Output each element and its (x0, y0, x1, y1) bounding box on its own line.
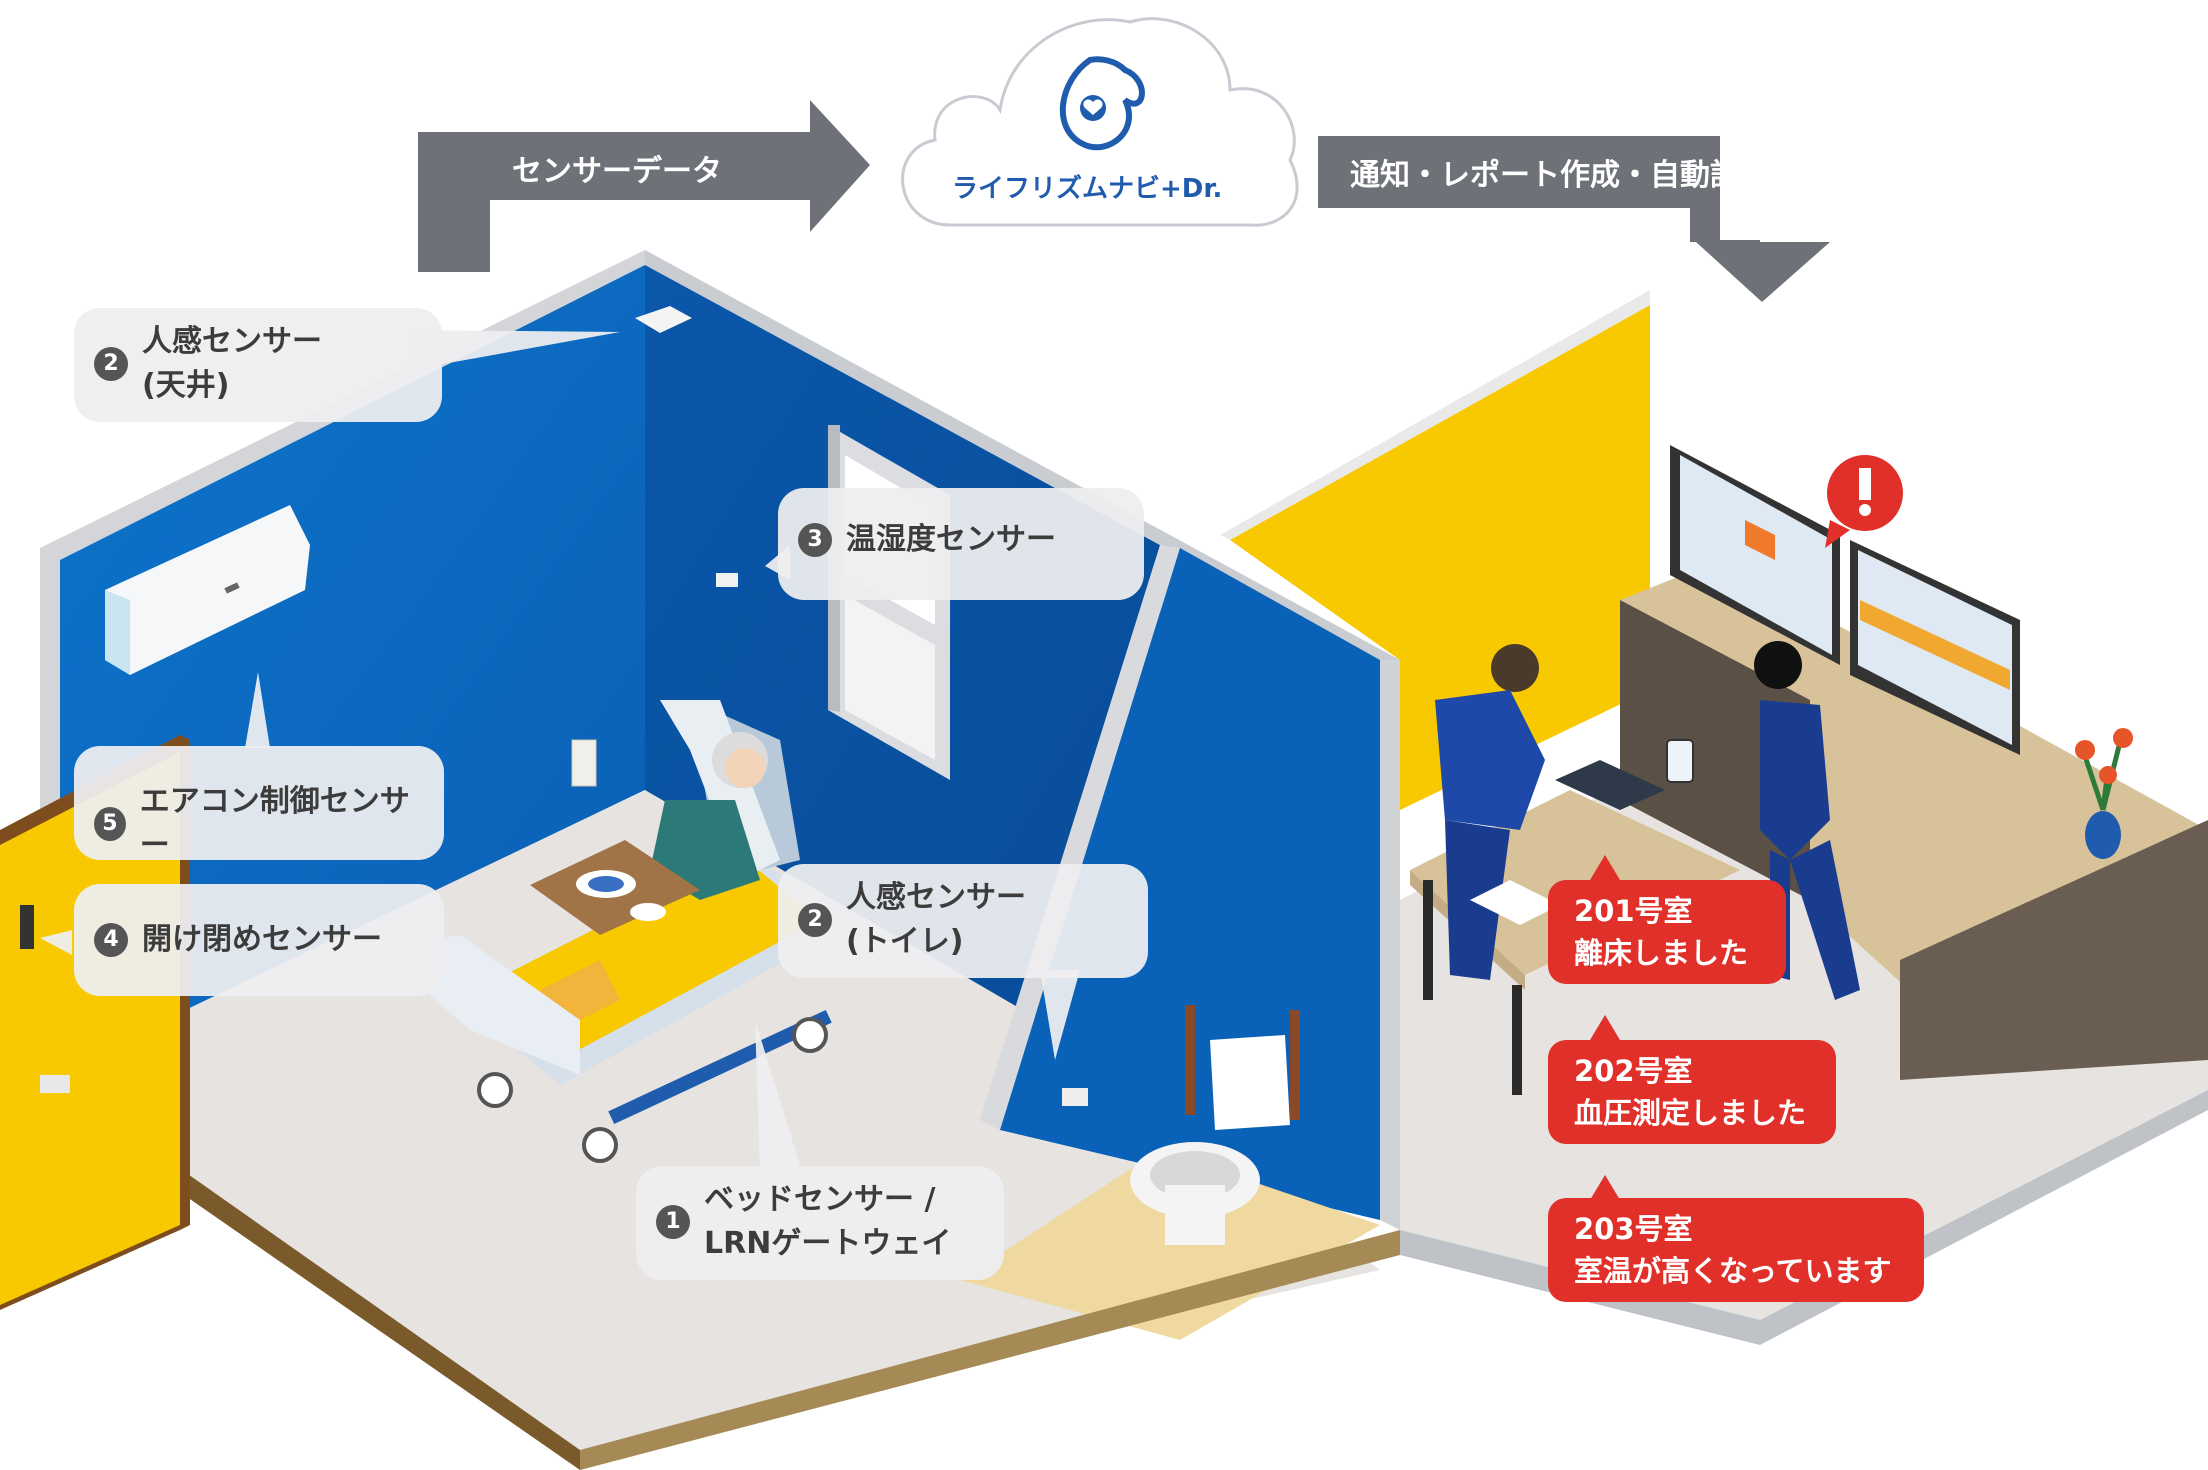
callout-aircon-sensor: 5 エアコン制御センサー (74, 746, 444, 863)
air-conditioner (105, 505, 310, 675)
callout-ceiling-motion-sensor: 2 人感センサー (天井) (74, 308, 442, 422)
sensor-data-label: センサーデータ (512, 154, 722, 189)
callout-label: 人感センサー (142, 324, 322, 359)
number-badge: 3 (798, 523, 832, 557)
callout-pointers (40, 330, 1080, 1175)
monitor-left (1670, 445, 1840, 665)
number-badge: 5 (94, 807, 126, 841)
callout-door-sensor: 4 開け閉めセンサー (74, 884, 444, 996)
number-badge: 2 (94, 347, 128, 381)
callout-sublabel: (天井) (142, 368, 230, 403)
number-badge: 2 (798, 903, 832, 937)
alert-room: 203号室 (1574, 1212, 1693, 1246)
alert-room: 201号室 (1574, 894, 1693, 928)
alert-room-201: 201号室 離床しました (1548, 880, 1786, 984)
alert-pointers (1590, 855, 1620, 1200)
alert-room-203: 203号室 室温が高くなっています (1548, 1198, 1924, 1302)
callout-label: 人感センサー (846, 880, 1026, 915)
temp-humidity-sensor (716, 573, 738, 587)
alert-room-202: 202号室 血圧測定しました (1548, 1040, 1836, 1144)
callout-temp-humidity-sensor: 3 温湿度センサー (778, 488, 1144, 600)
callout-toilet-motion-sensor: 2 人感センサー (トイレ) (778, 864, 1148, 978)
callout-label: 温湿度センサー (846, 522, 1056, 557)
wall-outlet (571, 739, 597, 787)
ceiling-sensor (635, 306, 692, 333)
alert-message: 室温が高くなっています (1574, 1254, 1892, 1288)
notify-label: 通知・レポート作成・自動記録 (1350, 158, 1770, 193)
hospital-bed (430, 700, 850, 1163)
alert-message: 血圧測定しました (1574, 1096, 1807, 1130)
callout-label: エアコン制御センサー (139, 784, 410, 863)
callout-bed-sensor: 1 ベッドセンサー / LRNゲートウェイ (636, 1166, 1004, 1280)
callout-label: 開け閉めセンサー (142, 922, 382, 957)
service-name: ライフリズムナビ+Dr. (952, 174, 1223, 204)
monitor-right (1850, 540, 2020, 755)
door-sensor (20, 905, 34, 949)
callout-sublabel: (トイレ) (846, 924, 964, 959)
heart-logo-icon (1059, 56, 1145, 151)
toilet-motion-sensor (1062, 1088, 1088, 1106)
alert-badge-icon (1825, 455, 1903, 548)
cloud (901, 17, 1299, 227)
sensor-data-arrow (418, 100, 870, 272)
alert-room: 202号室 (1574, 1054, 1693, 1088)
patient-room (0, 250, 1400, 1470)
callout-sublabel: LRNゲートウェイ (704, 1226, 952, 1261)
alert-message: 離床しました (1574, 936, 1749, 970)
door-handle (40, 1075, 70, 1093)
flower-vase (2075, 728, 2133, 859)
smartphone (1666, 739, 1694, 783)
callout-label: ベッドセンサー / (704, 1182, 936, 1217)
toilet (1130, 1005, 1300, 1245)
notify-arrow (1318, 136, 1830, 302)
number-badge: 1 (656, 1205, 690, 1239)
number-badge: 4 (94, 923, 128, 957)
tablet (1555, 760, 1665, 810)
